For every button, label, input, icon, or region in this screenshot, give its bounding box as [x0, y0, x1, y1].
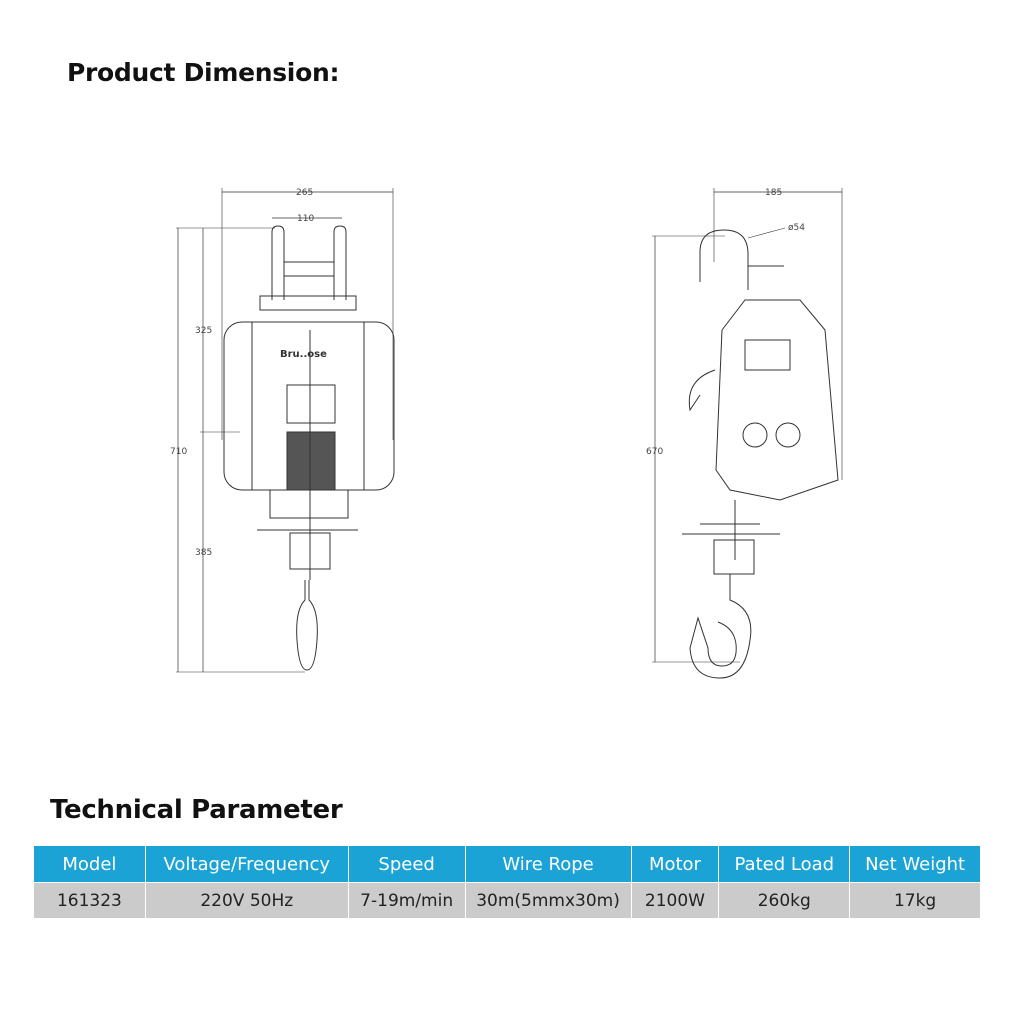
- header-wire-rope: Wire Rope: [464, 845, 632, 883]
- front-view-drawing: 265 110 325 710 385 Bru..ose: [170, 188, 395, 673]
- dimension-drawings: 265 110 325 710 385 Bru..ose 185 ø54: [170, 188, 843, 679]
- table-row: 161323 220V 50Hz 7-19m/min 30m(5mmx30m) …: [33, 882, 981, 919]
- header-model: Model: [33, 845, 146, 883]
- technical-parameter-heading: Technical Parameter: [50, 795, 343, 825]
- cell-rated-load: 260kg: [718, 882, 851, 919]
- header-rated-load: Pated Load: [718, 845, 851, 883]
- cell-voltage-frequency: 220V 50Hz: [144, 882, 349, 919]
- header-motor: Motor: [630, 845, 720, 883]
- cell-model: 161323: [33, 882, 146, 919]
- dim-110: 110: [297, 214, 314, 224]
- brand-label: Bru..ose: [280, 349, 327, 360]
- cell-motor: 2100W: [630, 882, 720, 919]
- header-net-weight: Net Weight: [849, 845, 981, 883]
- dim-325: 325: [195, 326, 212, 336]
- cell-net-weight: 17kg: [849, 882, 981, 919]
- dim-185: 185: [765, 188, 782, 198]
- cell-wire-rope: 30m(5mmx30m): [464, 882, 632, 919]
- dim-670: 670: [646, 447, 663, 457]
- header-speed: Speed: [347, 845, 466, 883]
- dim-54: ø54: [788, 223, 805, 233]
- dim-265: 265: [296, 188, 313, 198]
- dim-710: 710: [170, 447, 187, 457]
- header-voltage-frequency: Voltage/Frequency: [144, 845, 349, 883]
- cell-speed: 7-19m/min: [347, 882, 466, 919]
- dim-385: 385: [195, 548, 212, 558]
- technical-parameter-table: Model Voltage/Frequency Speed Wire Rope …: [33, 845, 981, 919]
- table-header-row: Model Voltage/Frequency Speed Wire Rope …: [33, 845, 981, 883]
- side-view-drawing: 185 ø54 670: [646, 188, 843, 679]
- product-dimension-heading: Product Dimension:: [67, 58, 340, 87]
